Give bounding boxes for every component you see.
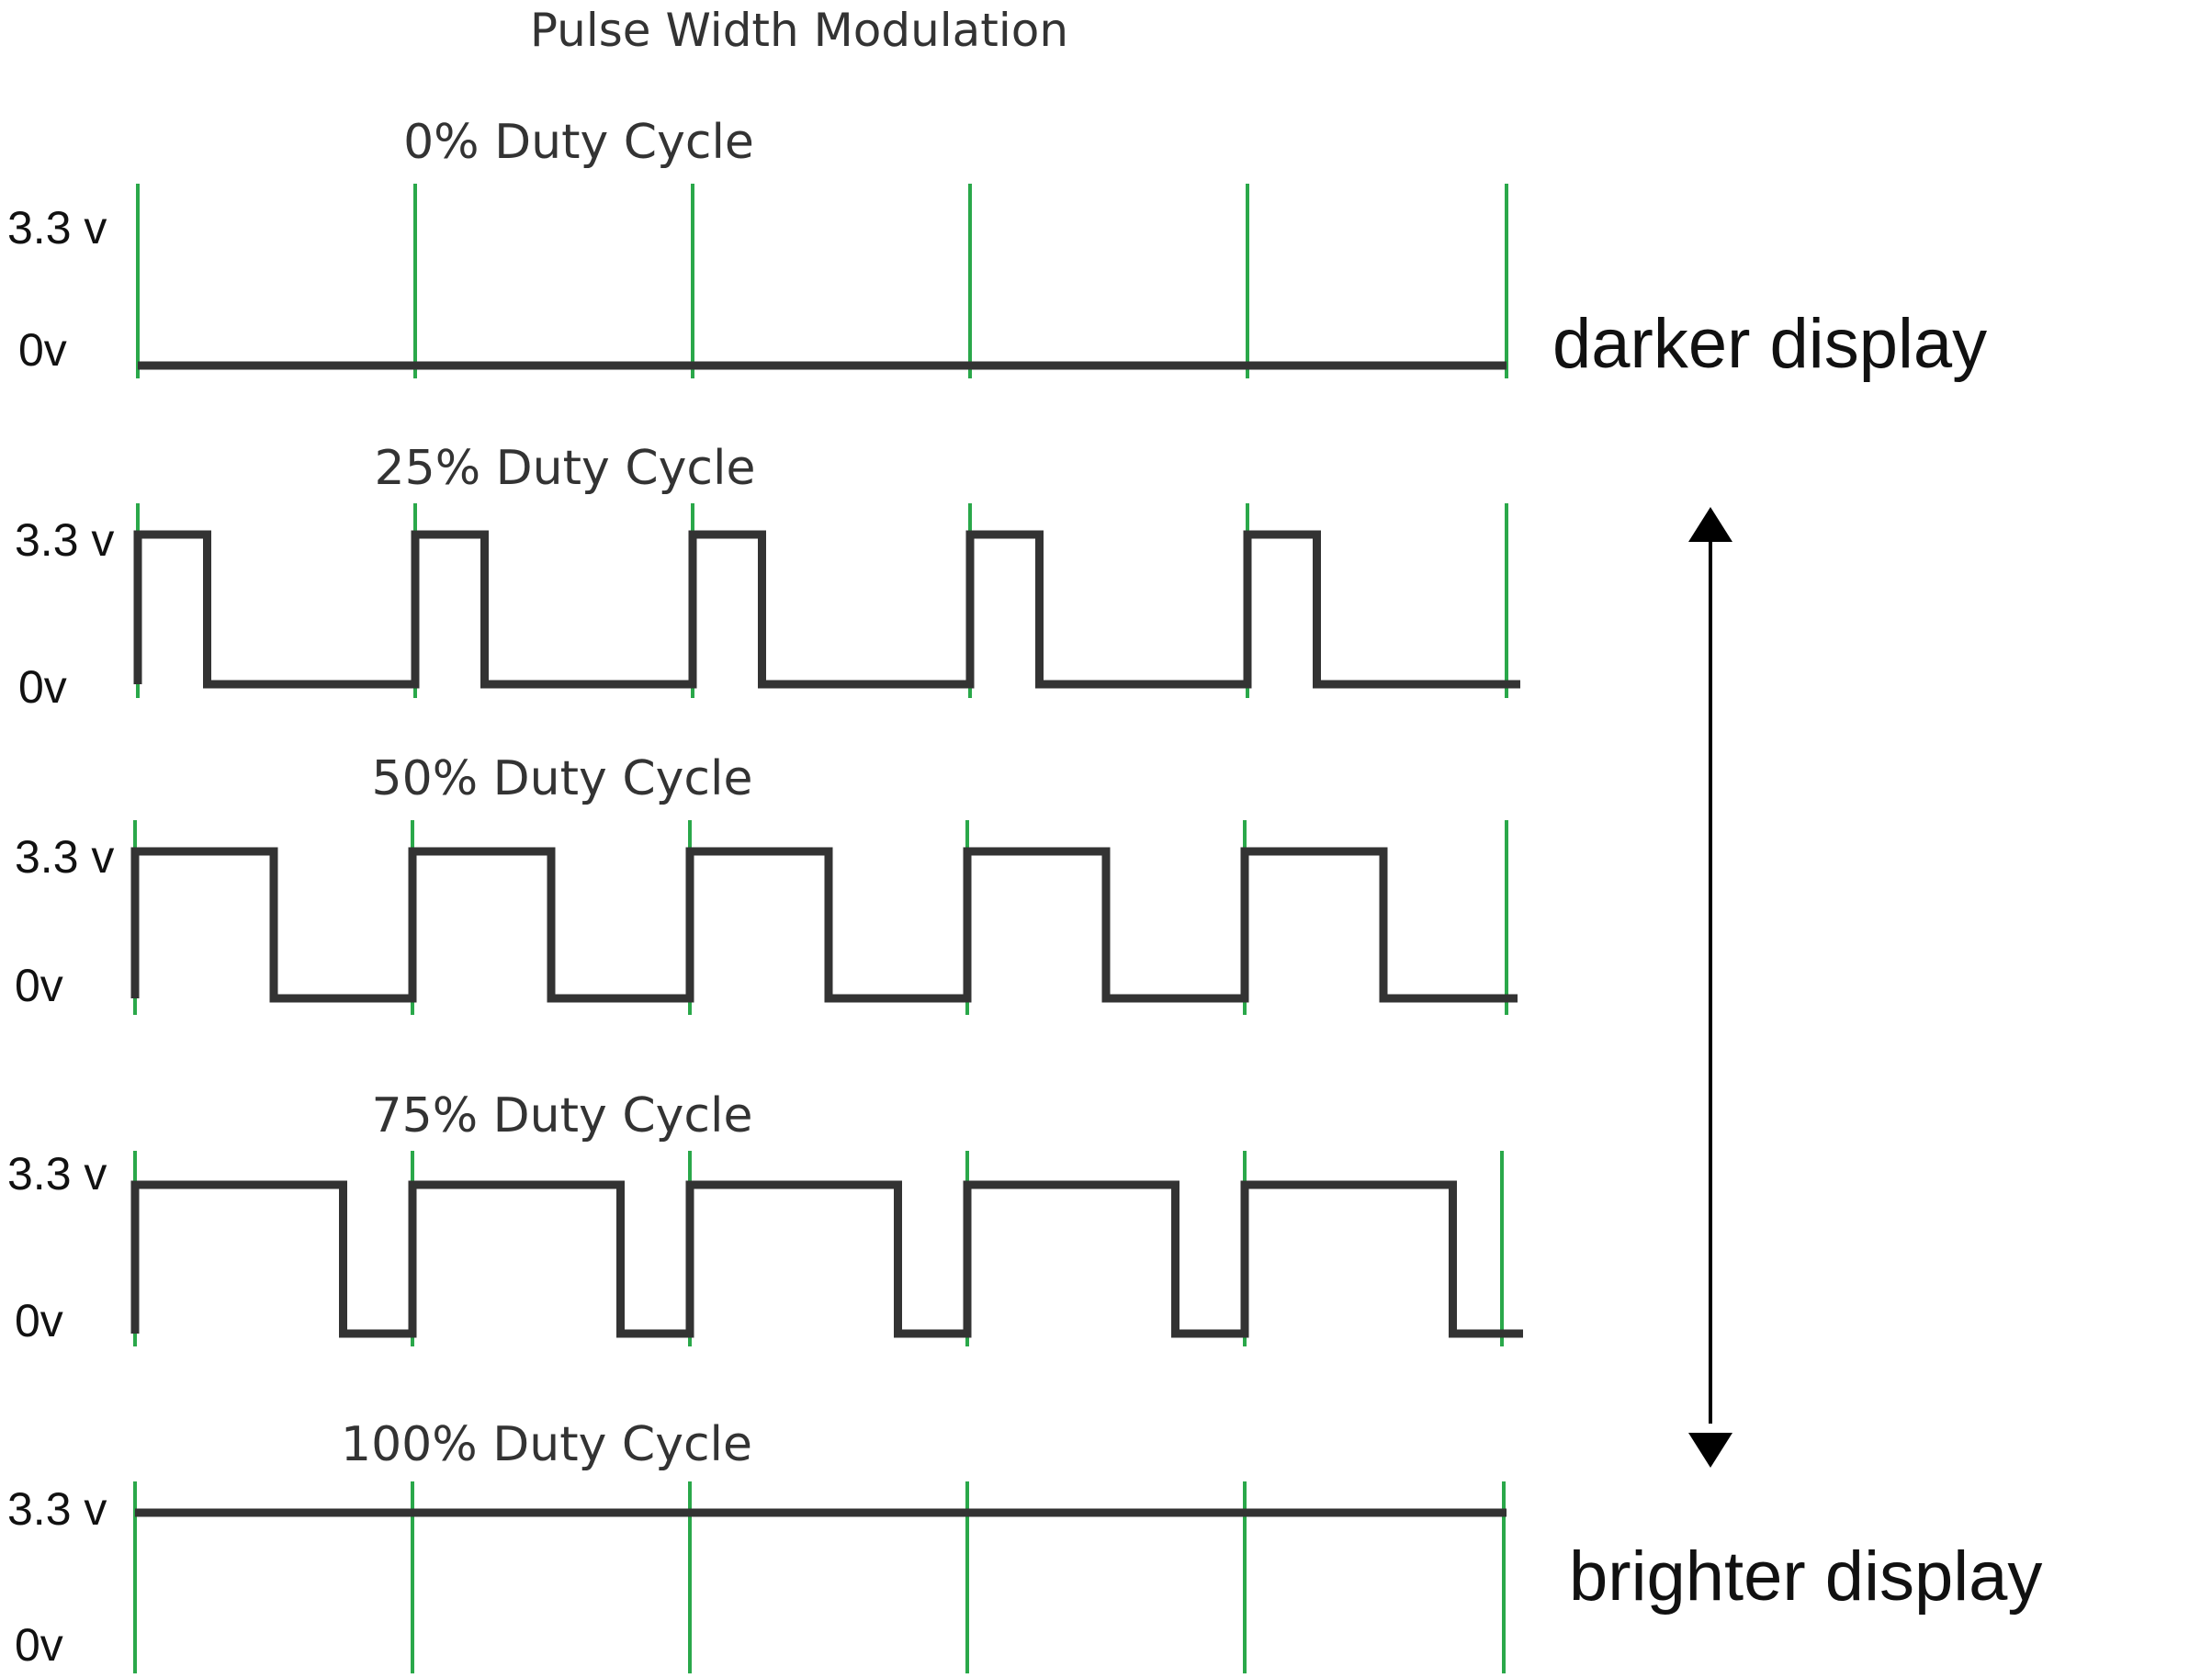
waveform-panel: 75% Duty Cycle 3.3 v 0v: [7, 1088, 1523, 1346]
high-voltage-label: 3.3 v: [7, 1148, 107, 1199]
low-voltage-label: 0v: [15, 1295, 63, 1346]
high-voltage-label: 3.3 v: [7, 202, 107, 253]
arrow-head-up: [1688, 507, 1732, 542]
low-voltage-label: 0v: [15, 1619, 63, 1671]
pwm-signal-line: [130, 847, 1518, 1003]
low-voltage-label: 0v: [15, 960, 63, 1011]
waveform-panel: 0% Duty Cycle 3.3 v 0v: [7, 115, 1508, 378]
waveform-panel: 100% Duty Cycle 3.3 v 0v: [7, 1417, 1507, 1673]
waveform-panel: 50% Duty Cycle 3.3 v 0v: [15, 751, 1518, 1015]
high-voltage-label: 3.3 v: [15, 831, 114, 883]
duty-cycle-title: 50% Duty Cycle: [372, 751, 753, 806]
duty-cycle-title: 0% Duty Cycle: [403, 115, 754, 170]
brightness-arrow: [1688, 507, 1732, 1468]
arrow-head-down: [1688, 1433, 1732, 1468]
high-voltage-label: 3.3 v: [7, 1483, 107, 1535]
high-voltage-label: 3.3 v: [15, 514, 114, 566]
duty-cycle-title: 75% Duty Cycle: [372, 1088, 753, 1143]
waveform-panel: 25% Duty Cycle 3.3 v 0v: [15, 441, 1520, 713]
low-voltage-label: 0v: [18, 661, 67, 713]
pwm-signal-line: [130, 1180, 1523, 1338]
diagram-title: Pulse Width Modulation: [530, 4, 1068, 57]
pwm-signal-line: [133, 530, 1520, 689]
duty-cycle-title: 25% Duty Cycle: [375, 441, 756, 496]
darker-display-label: darker display: [1552, 305, 1987, 383]
low-voltage-label: 0v: [18, 324, 67, 376]
duty-cycle-title: 100% Duty Cycle: [341, 1417, 752, 1472]
brighter-display-label: brighter display: [1569, 1537, 2042, 1616]
